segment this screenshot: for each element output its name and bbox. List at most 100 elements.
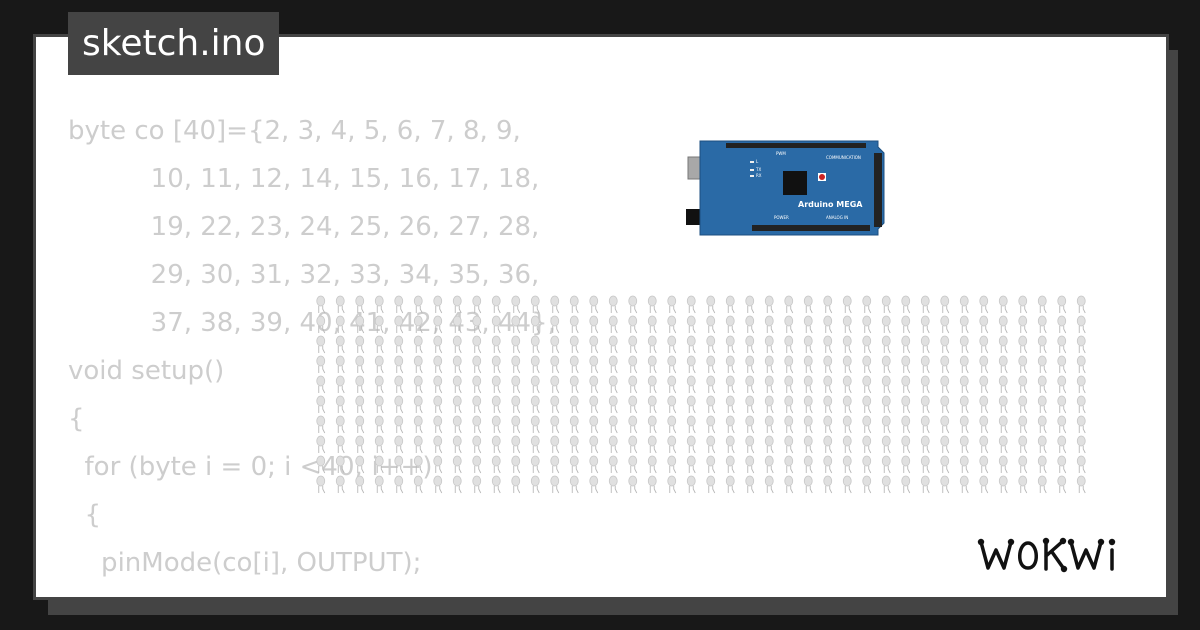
led bbox=[491, 375, 501, 394]
led bbox=[569, 295, 579, 314]
led bbox=[803, 355, 813, 374]
led bbox=[491, 475, 501, 494]
led bbox=[550, 475, 560, 494]
led bbox=[374, 455, 384, 474]
led bbox=[452, 355, 462, 374]
led bbox=[842, 375, 852, 394]
led bbox=[472, 335, 482, 354]
led bbox=[998, 375, 1008, 394]
led bbox=[1018, 435, 1028, 454]
led bbox=[647, 435, 657, 454]
led bbox=[706, 355, 716, 374]
led bbox=[433, 335, 443, 354]
led bbox=[530, 355, 540, 374]
led bbox=[1076, 415, 1086, 434]
led bbox=[433, 435, 443, 454]
led bbox=[667, 435, 677, 454]
led bbox=[1076, 435, 1086, 454]
code-line: 29, 30, 31, 32, 33, 34, 35, 36, bbox=[68, 260, 540, 290]
led bbox=[355, 395, 365, 414]
led bbox=[550, 295, 560, 314]
led bbox=[628, 375, 638, 394]
led bbox=[550, 335, 560, 354]
led bbox=[764, 415, 774, 434]
led bbox=[530, 455, 540, 474]
led bbox=[472, 415, 482, 434]
led bbox=[940, 335, 950, 354]
led bbox=[920, 415, 930, 434]
led bbox=[608, 355, 618, 374]
led bbox=[803, 415, 813, 434]
led bbox=[628, 315, 638, 334]
led bbox=[862, 295, 872, 314]
led bbox=[881, 335, 891, 354]
led bbox=[998, 455, 1008, 474]
led bbox=[901, 375, 911, 394]
led bbox=[842, 335, 852, 354]
led bbox=[530, 335, 540, 354]
led bbox=[452, 415, 462, 434]
led bbox=[1057, 455, 1067, 474]
led bbox=[901, 395, 911, 414]
led bbox=[842, 435, 852, 454]
led bbox=[667, 375, 677, 394]
led bbox=[1037, 475, 1047, 494]
led bbox=[1037, 355, 1047, 374]
led bbox=[355, 295, 365, 314]
led bbox=[686, 435, 696, 454]
led bbox=[745, 375, 755, 394]
led bbox=[1037, 295, 1047, 314]
led bbox=[823, 335, 833, 354]
reset-button[interactable] bbox=[819, 174, 825, 180]
led bbox=[628, 455, 638, 474]
led bbox=[959, 375, 969, 394]
led bbox=[764, 375, 774, 394]
led bbox=[881, 395, 891, 414]
led bbox=[433, 415, 443, 434]
label-l: L bbox=[756, 159, 759, 164]
led bbox=[374, 395, 384, 414]
led bbox=[1037, 435, 1047, 454]
led bbox=[1057, 315, 1067, 334]
led bbox=[940, 415, 950, 434]
led bbox=[647, 395, 657, 414]
led bbox=[998, 335, 1008, 354]
led bbox=[1018, 295, 1028, 314]
led bbox=[725, 475, 735, 494]
led bbox=[725, 295, 735, 314]
led bbox=[998, 395, 1008, 414]
led bbox=[979, 395, 989, 414]
led bbox=[686, 375, 696, 394]
led bbox=[881, 475, 891, 494]
led bbox=[589, 295, 599, 314]
led-tx bbox=[750, 169, 754, 171]
led bbox=[355, 475, 365, 494]
led bbox=[725, 315, 735, 334]
led bbox=[959, 355, 969, 374]
led bbox=[335, 315, 345, 334]
led bbox=[998, 475, 1008, 494]
led bbox=[394, 415, 404, 434]
led bbox=[842, 355, 852, 374]
led bbox=[920, 335, 930, 354]
led bbox=[433, 455, 443, 474]
led bbox=[452, 395, 462, 414]
label-analog-in: ANALOG IN bbox=[826, 215, 848, 220]
code-line: void setup() bbox=[68, 356, 225, 386]
led bbox=[1018, 355, 1028, 374]
preview-card: byte co [40]={2, 3, 4, 5, 6, 7, 8, 9, 10… bbox=[33, 34, 1169, 600]
led bbox=[355, 455, 365, 474]
led bbox=[920, 435, 930, 454]
led bbox=[1076, 375, 1086, 394]
led bbox=[725, 455, 735, 474]
led bbox=[881, 435, 891, 454]
analog-header bbox=[752, 225, 870, 231]
led bbox=[530, 295, 540, 314]
arduino-mega-board[interactable]: L TX RX PWM COMMUNICATION POWER ANALOG I… bbox=[686, 135, 886, 237]
led bbox=[784, 335, 794, 354]
led bbox=[881, 315, 891, 334]
led bbox=[569, 435, 579, 454]
led bbox=[862, 475, 872, 494]
led bbox=[413, 295, 423, 314]
led bbox=[569, 475, 579, 494]
